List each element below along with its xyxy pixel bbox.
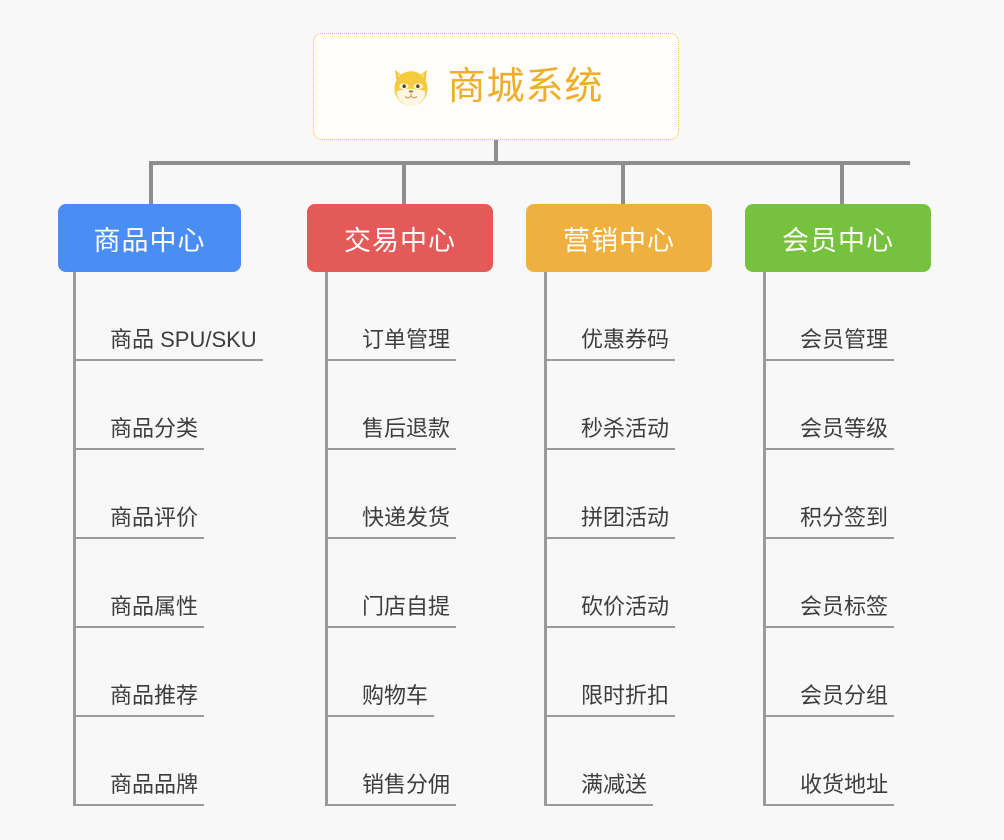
leaf-item-label: 商品品牌 <box>73 772 205 806</box>
leaf-item-label: 商品分类 <box>73 416 205 450</box>
leaf-item[interactable]: 购物车 <box>325 628 487 717</box>
leaf-item-label: 会员等级 <box>763 416 895 450</box>
leaf-item[interactable]: 优惠券码 <box>544 272 706 361</box>
leaf-item-label: 会员标签 <box>763 594 895 628</box>
branch-spine <box>73 272 76 806</box>
leaf-item[interactable]: 会员标签 <box>763 539 925 628</box>
leaf-item-label: 商品评价 <box>73 505 205 539</box>
connector-drop-2 <box>621 161 625 204</box>
leaf-item-label: 会员管理 <box>763 327 895 361</box>
leaf-item[interactable]: 砍价活动 <box>544 539 706 628</box>
category-header-label: 营销中心 <box>563 225 675 256</box>
leaf-item[interactable]: 商品 SPU/SKU <box>73 272 294 361</box>
leaf-item[interactable]: 售后退款 <box>325 361 487 450</box>
connector-drop-0 <box>149 161 153 204</box>
shiba-dog-face-icon <box>388 64 434 110</box>
leaf-item[interactable]: 销售分佣 <box>325 717 487 806</box>
leaf-item[interactable]: 秒杀活动 <box>544 361 706 450</box>
leaf-item[interactable]: 满减送 <box>544 717 706 806</box>
leaf-item[interactable]: 拼团活动 <box>544 450 706 539</box>
leaf-item[interactable]: 门店自提 <box>325 539 487 628</box>
branch-column-0: 商品 SPU/SKU 商品分类商品评价商品属性商品推荐商品品牌 <box>73 272 294 806</box>
category-header-label: 会员中心 <box>782 225 894 256</box>
leaf-item-label: 限时折扣 <box>544 683 676 717</box>
category-header-1[interactable]: 交易中心 <box>307 204 493 272</box>
category-header-3[interactable]: 会员中心 <box>745 204 931 272</box>
leaf-item[interactable]: 限时折扣 <box>544 628 706 717</box>
leaf-item[interactable]: 会员分组 <box>763 628 925 717</box>
category-header-label: 交易中心 <box>344 225 456 256</box>
leaf-item-label: 满减送 <box>544 772 654 806</box>
leaf-item-label: 会员分组 <box>763 683 895 717</box>
leaf-item[interactable]: 订单管理 <box>325 272 487 361</box>
leaf-item[interactable]: 商品属性 <box>73 539 294 628</box>
leaf-item-label: 门店自提 <box>325 594 457 628</box>
branch-spine <box>544 272 547 806</box>
root-title: 商城系统 <box>447 65 604 108</box>
leaf-item-label: 优惠券码 <box>544 327 676 361</box>
leaf-item-label: 砍价活动 <box>544 594 676 628</box>
leaf-item-label: 秒杀活动 <box>544 416 676 450</box>
branch-column-1: 订单管理售后退款快递发货门店自提购物车销售分佣 <box>325 272 487 806</box>
branch-spine <box>763 272 766 806</box>
branch-spine <box>325 272 328 806</box>
leaf-item-label: 收货地址 <box>763 772 895 806</box>
leaf-item-label: 购物车 <box>325 683 435 717</box>
connector-drop-1 <box>402 161 406 204</box>
leaf-item-label: 销售分佣 <box>325 772 457 806</box>
leaf-item[interactable]: 收货地址 <box>763 717 925 806</box>
leaf-item-label: 快递发货 <box>325 505 457 539</box>
leaf-item[interactable]: 积分签到 <box>763 450 925 539</box>
connector-horizontal-bus <box>149 161 910 165</box>
leaf-item[interactable]: 商品推荐 <box>73 628 294 717</box>
branch-column-3: 会员管理会员等级积分签到会员标签会员分组收货地址 <box>763 272 925 806</box>
leaf-item-label: 商品推荐 <box>73 683 205 717</box>
branch-column-2: 优惠券码秒杀活动拼团活动砍价活动限时折扣满减送 <box>544 272 706 806</box>
leaf-item-label: 积分签到 <box>763 505 895 539</box>
leaf-item-label: 售后退款 <box>325 416 457 450</box>
leaf-item-label: 订单管理 <box>325 327 457 361</box>
leaf-item[interactable]: 会员管理 <box>763 272 925 361</box>
category-header-0[interactable]: 商品中心 <box>58 204 241 272</box>
leaf-item-label: 商品 SPU/SKU <box>73 327 263 361</box>
leaf-item-label: 拼团活动 <box>544 505 676 539</box>
connector-drop-3 <box>840 161 844 204</box>
leaf-item-label: 商品属性 <box>73 594 205 628</box>
leaf-item[interactable]: 快递发货 <box>325 450 487 539</box>
leaf-item[interactable]: 商品分类 <box>73 361 294 450</box>
leaf-item[interactable]: 会员等级 <box>763 361 925 450</box>
connector-root-stem <box>494 140 498 163</box>
category-header-2[interactable]: 营销中心 <box>526 204 712 272</box>
root-node[interactable]: 商城系统 <box>313 33 679 140</box>
category-header-label: 商品中心 <box>93 225 206 256</box>
leaf-item[interactable]: 商品评价 <box>73 450 294 539</box>
leaf-item[interactable]: 商品品牌 <box>73 717 294 806</box>
